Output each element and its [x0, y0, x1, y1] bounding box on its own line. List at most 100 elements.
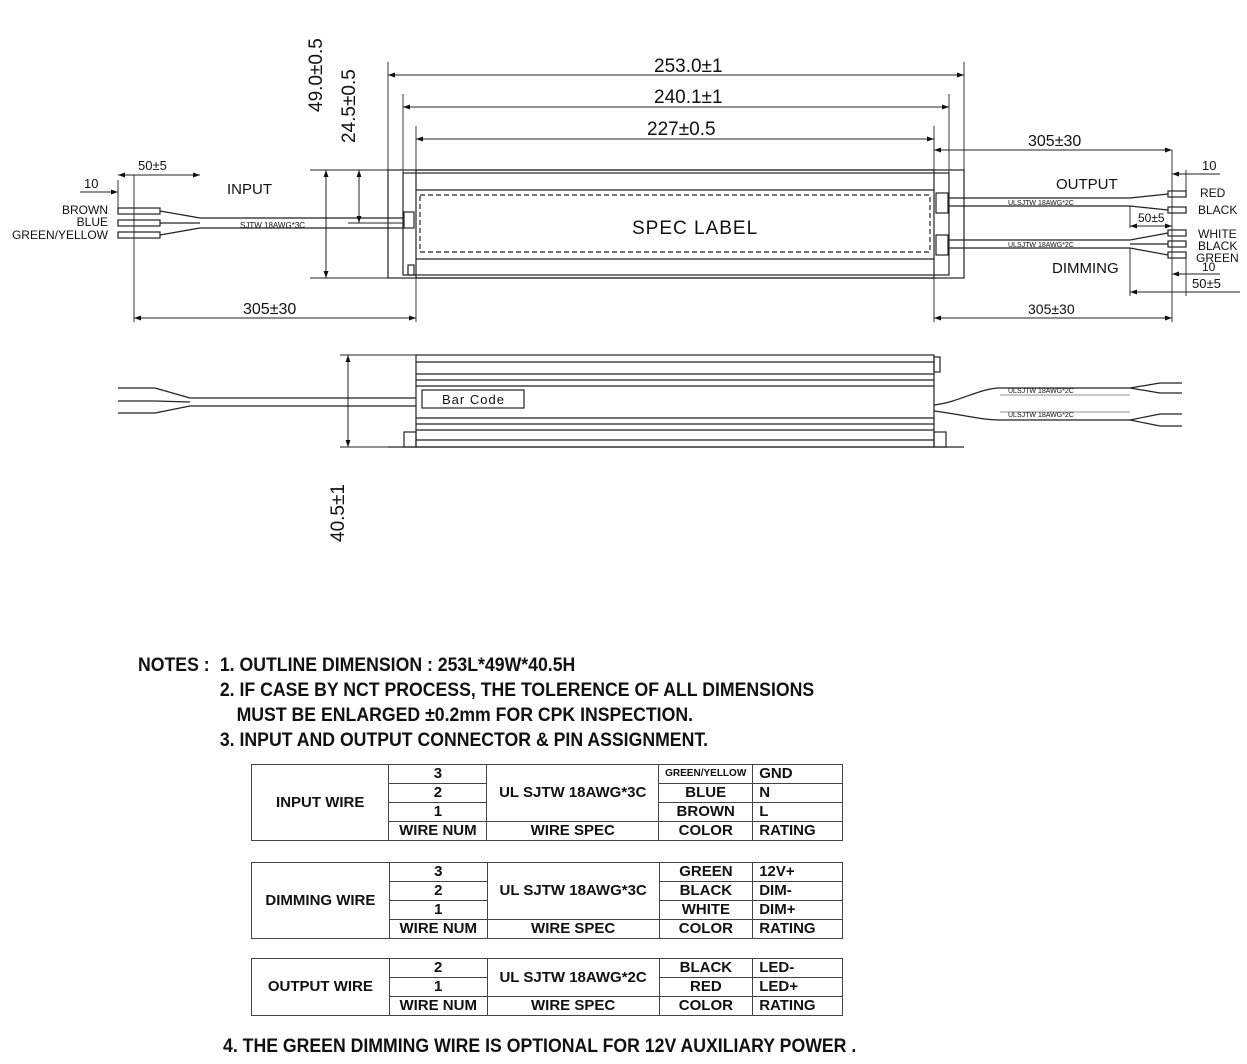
- header-color: COLOR: [658, 996, 754, 1016]
- side-view-cables: [118, 354, 1182, 448]
- table-header-row: WIRE NUM WIRE SPEC COLOR RATING: [252, 996, 843, 1016]
- label-input-cable: SJTW 18AWG*3C: [240, 221, 305, 230]
- table-name: OUTPUT WIRE: [251, 958, 390, 1016]
- table-row: 2 BLUE N: [252, 783, 843, 803]
- header-wire-num: WIRE NUM: [388, 821, 488, 841]
- output-wire-table: OUTPUT WIRE 2 UL SJTW 18AWG*2C BLACK LED…: [251, 958, 843, 1016]
- output-wire-red: RED: [1200, 186, 1226, 200]
- dim-output-strip: 50±5: [1138, 211, 1165, 225]
- table-name: DIMMING WIRE: [251, 862, 390, 939]
- header-wire-num: WIRE NUM: [388, 996, 488, 1016]
- label-output: OUTPUT: [1056, 176, 1118, 193]
- wire-rating: LED+: [752, 977, 843, 997]
- side-view-case: [388, 354, 964, 448]
- wire-color: BLACK: [658, 881, 754, 901]
- dim-output-cable-length: 305±30: [1028, 133, 1081, 150]
- wire-num: 1: [388, 900, 488, 920]
- header-color: COLOR: [658, 821, 754, 841]
- wire-num: 2: [388, 881, 488, 901]
- label-spec-label: SPEC LABEL: [632, 218, 758, 239]
- dim-overall-length: 253.0±1: [654, 56, 723, 77]
- dim-half-height: 24.5±0.5: [339, 69, 360, 143]
- note-3: 3. INPUT AND OUTPUT CONNECTOR & PIN ASSI…: [219, 730, 709, 751]
- input-cable: [117, 207, 404, 239]
- table-row: 2 BLACK DIM-: [252, 881, 843, 901]
- label-input: INPUT: [227, 181, 272, 198]
- header-rating: RATING: [752, 821, 843, 841]
- header-color: COLOR: [658, 919, 754, 939]
- dimming-wire-table: DIMMING WIRE 3 UL SJTW 18AWG*3C GREEN 12…: [251, 862, 843, 939]
- dim-input-tip: 10: [84, 176, 98, 191]
- note-2b: MUST BE ENLARGED ±0.2mm FOR CPK INSPECTI…: [236, 705, 693, 726]
- wire-spec: UL SJTW 18AWG*2C: [486, 958, 660, 997]
- wire-color: BROWN: [658, 802, 754, 822]
- dimming-cable: [948, 229, 1187, 259]
- wire-color: BLUE: [658, 783, 754, 803]
- outline-drawing: 253.0±1 240.1±1 227±0.5 49.0±0.5 24.5±0.…: [12, 38, 1240, 542]
- dim-output-tip: 10: [1202, 158, 1216, 173]
- wire-num: 3: [388, 862, 488, 882]
- table-header-row: WIRE NUM WIRE SPEC COLOR RATING: [252, 919, 843, 939]
- wire-rating: LED-: [752, 958, 843, 978]
- dimension-lines: [80, 72, 1240, 321]
- table-row: OUTPUT WIRE 2 UL SJTW 18AWG*2C BLACK LED…: [251, 958, 843, 1016]
- label-dimming: DIMMING: [1052, 260, 1119, 277]
- dim-height: 49.0±0.5: [306, 38, 327, 112]
- notes-prefix: NOTES :: [138, 655, 210, 676]
- header-wire-spec: WIRE SPEC: [486, 821, 660, 841]
- wire-rating: DIM+: [752, 900, 843, 920]
- dimming-wire-green: GREEN: [1196, 251, 1239, 265]
- table-row: INPUT WIRE 3 UL SJTW 18AWG*3C GREEN/YELL…: [250, 764, 843, 841]
- note-1: 1. OUTLINE DIMENSION : 253L*49W*40.5H: [219, 655, 576, 676]
- label-side-cable-top: ULSJTW 18AWG*2C: [1008, 388, 1074, 395]
- note-2a: 2. IF CASE BY NCT PROCESS, THE TOLERENCE…: [219, 680, 815, 701]
- extension-lines: [117, 62, 1187, 322]
- wire-spec: UL SJTW 18AWG*3C: [486, 862, 660, 920]
- wire-color: RED: [658, 977, 754, 997]
- wire-num: 1: [388, 802, 488, 822]
- dim-side-height: 40.5±1: [328, 484, 349, 542]
- output-wire-black: BLACK: [1198, 203, 1237, 217]
- wire-num: 3: [388, 764, 488, 784]
- header-rating: RATING: [752, 919, 843, 939]
- wire-color: BLACK: [658, 958, 754, 978]
- wire-rating: 12V+: [752, 862, 843, 882]
- dim-dimming-cable-length: 305±30: [1028, 301, 1075, 317]
- label-output-cable: ULSJTW 18AWG*2C: [1008, 200, 1074, 207]
- wire-rating: L: [752, 802, 843, 822]
- wire-num: 2: [388, 783, 488, 803]
- input-wire-table: INPUT WIRE 3 UL SJTW 18AWG*3C GREEN/YELL…: [250, 764, 843, 841]
- label-side-cable-bottom: ULSJTW 18AWG*2C: [1008, 412, 1074, 419]
- wire-num: 1: [388, 977, 488, 997]
- input-wire-green-yellow: GREEN/YELLOW: [12, 228, 109, 242]
- dimming-wire-black: BLACK: [1198, 239, 1237, 253]
- header-wire-spec: WIRE SPEC: [486, 919, 660, 939]
- note-4: 4. THE GREEN DIMMING WIRE IS OPTIONAL FO…: [223, 1036, 857, 1057]
- wire-spec: UL SJTW 18AWG*3C: [486, 764, 660, 822]
- output-cable: [948, 190, 1187, 214]
- input-wire-brown: BROWN: [62, 203, 108, 217]
- header-wire-spec: WIRE SPEC: [486, 996, 660, 1016]
- table-row: 1 BROWN L: [252, 802, 843, 822]
- wire-rating: DIM-: [752, 881, 843, 901]
- table-row: 1 WHITE DIM+: [252, 900, 843, 920]
- wire-color: GREEN/YELLOW: [658, 764, 754, 784]
- wire-rating: GND: [752, 764, 843, 784]
- header-wire-num: WIRE NUM: [388, 919, 488, 939]
- top-view-case: [387, 169, 965, 279]
- dim-dimming-strip: 50±5: [1192, 276, 1221, 291]
- table-name: INPUT WIRE: [250, 764, 390, 841]
- table-row: DIMMING WIRE 3 UL SJTW 18AWG*3C GREEN 12…: [251, 862, 843, 939]
- wire-color: WHITE: [658, 900, 754, 920]
- wire-num: 2: [388, 958, 488, 978]
- label-dimming-cable: ULSJTW 18AWG*2C: [1008, 242, 1074, 249]
- dim-dimming-tip: 10: [1202, 260, 1216, 274]
- dimming-wire-white: WHITE: [1198, 227, 1237, 241]
- input-wire-blue: BLUE: [77, 215, 108, 229]
- header-rating: RATING: [752, 996, 843, 1016]
- dim-body-length: 227±0.5: [647, 119, 716, 140]
- dim-mount-length: 240.1±1: [654, 87, 723, 108]
- table-header-row: WIRE NUM WIRE SPEC COLOR RATING: [252, 821, 843, 841]
- dim-input-cable-length: 305±30: [243, 301, 296, 318]
- wire-rating: N: [752, 783, 843, 803]
